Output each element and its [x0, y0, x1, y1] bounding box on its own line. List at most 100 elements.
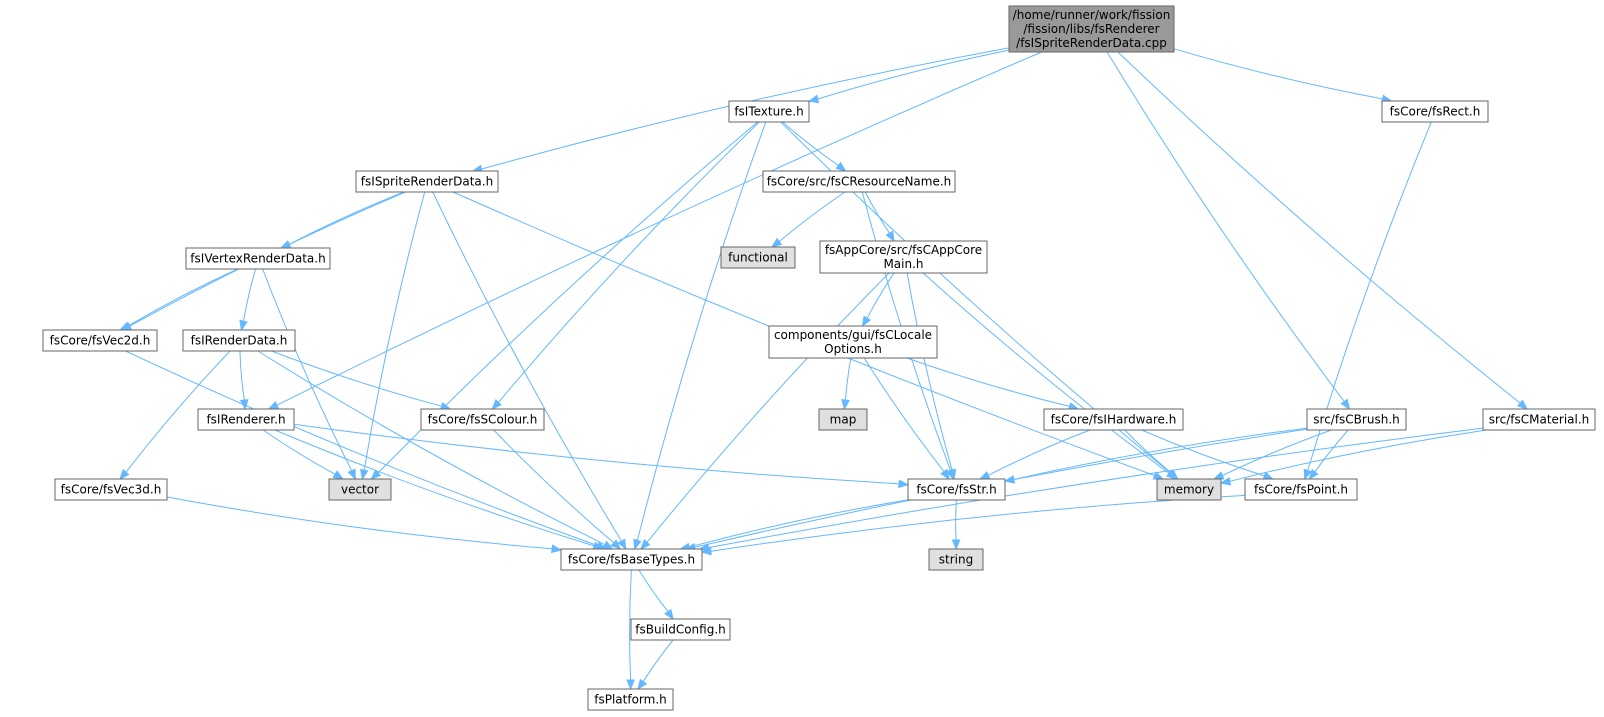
edge-line	[708, 427, 1484, 549]
edge-line	[262, 429, 336, 475]
node-ivertex[interactable]: fsIVertexRenderData.h	[185, 247, 331, 270]
node-box	[1008, 5, 1175, 53]
node-box	[728, 100, 810, 123]
node-box	[355, 170, 499, 193]
edge-basetypes-to-buildconfig	[638, 569, 674, 621]
edge-line	[1141, 429, 1265, 477]
edge-arrowhead	[360, 468, 369, 481]
edge-arrowhead	[551, 544, 563, 554]
node-label: fsITexture.h	[734, 105, 803, 119]
edge-point-to-basetypes	[700, 494, 1246, 556]
edge-arrowhead	[898, 479, 910, 489]
edge-brush-to-point	[1308, 429, 1349, 481]
edge-appcore-to-basetypes	[639, 272, 890, 551]
node-basetypes[interactable]: fsCore/fsBaseTypes.h	[560, 548, 703, 571]
node-itexture[interactable]: fsITexture.h	[728, 100, 810, 123]
node-label: fsCore/fsStr.h	[916, 483, 996, 497]
edge-line	[1314, 429, 1349, 473]
edge-arrowhead	[610, 539, 622, 550]
edge-material-to-memory	[1219, 429, 1487, 486]
edge-line	[778, 191, 846, 242]
edge-ivertex-to-vector	[262, 268, 356, 481]
edge-line	[125, 350, 231, 473]
edge-line	[782, 121, 839, 166]
node-str[interactable]: fsCore/fsStr.h	[907, 478, 1006, 501]
node-label: fsCore/fsPoint.h	[1254, 483, 1348, 497]
node-root[interactable]: /home/runner/work/fission/fission/libs/f…	[1008, 5, 1175, 53]
edge-line	[906, 357, 1070, 407]
edge-line	[646, 272, 890, 543]
node-material[interactable]: src/fsCMaterial.h	[1482, 408, 1596, 431]
edge-arrowhead	[1516, 399, 1529, 410]
node-buildconfig[interactable]: fsBuildConfig.h	[630, 618, 731, 641]
node-irenderdata[interactable]: fsIRenderData.h	[182, 329, 296, 352]
node-label: Options.h	[824, 342, 882, 356]
edge-arrowhead	[978, 471, 991, 480]
edge-line	[866, 272, 895, 319]
node-ihardware[interactable]: fsCore/fsIHardware.h	[1043, 408, 1184, 431]
edge-itexture-to-basetypes	[633, 121, 767, 551]
node-platform[interactable]: fsPlatform.h	[587, 688, 674, 711]
edge-line	[166, 496, 553, 550]
node-label: components/gui/fsCLocale	[774, 328, 932, 342]
node-label: fsCore/src/fsCResourceName.h	[767, 175, 952, 189]
node-rect[interactable]: fsCore/fsRect.h	[1381, 100, 1489, 123]
edge-locale-to-ihardware	[906, 357, 1080, 411]
node-box	[420, 408, 545, 431]
edge-arrowhead	[602, 540, 614, 550]
edge-arrowhead	[633, 538, 642, 551]
node-irenderer[interactable]: fsIRenderer.h	[197, 408, 295, 431]
node-vec2d[interactable]: fsCore/fsVec2d.h	[42, 329, 158, 352]
edge-line	[638, 569, 669, 612]
edge-arrowhead	[1219, 476, 1232, 486]
edge-arrowhead	[841, 399, 850, 411]
node-label: src/fsCBrush.h	[1313, 413, 1399, 427]
node-brush[interactable]: src/fsCBrush.h	[1306, 408, 1407, 431]
node-label: fsCore/fsSColour.h	[428, 413, 538, 427]
edge-isprite-to-basetypes	[432, 191, 627, 551]
edge-ihardware-to-str	[978, 429, 1091, 480]
node-label: fsCore/fsBaseTypes.h	[568, 553, 695, 567]
node-box	[197, 408, 295, 431]
edge-buildconfig-to-platform	[637, 639, 674, 691]
node-resname[interactable]: fsCore/src/fsCResourceName.h	[762, 170, 956, 193]
edge-line	[642, 639, 674, 682]
node-box	[1043, 408, 1184, 431]
node-box	[907, 478, 1006, 501]
node-box	[42, 329, 158, 352]
node-label: /fission/libs/fsRenderer	[1023, 22, 1159, 36]
node-label: fsCore/fsRect.h	[1390, 105, 1481, 119]
edge-arrowhead	[119, 468, 130, 481]
edge-irenderdata-to-vec3d	[119, 350, 231, 481]
node-box	[185, 247, 331, 270]
edge-arrowhead	[1212, 471, 1225, 480]
node-box	[1244, 478, 1358, 501]
node-isprite[interactable]: fsISpriteRenderData.h	[355, 170, 499, 193]
edge-itexture-to-resname	[782, 121, 847, 172]
edge-line	[262, 268, 353, 472]
node-point[interactable]: fsCore/fsPoint.h	[1244, 478, 1358, 501]
edge-arrowhead	[951, 539, 961, 551]
node-label: fsAppCore/src/fsCAppCore	[825, 243, 982, 257]
node-layer: /home/runner/work/fission/fission/libs/f…	[42, 5, 1596, 711]
node-vec3d[interactable]: fsCore/fsVec3d.h	[54, 478, 168, 501]
edge-locale-to-str	[863, 357, 950, 481]
edge-line	[363, 191, 426, 471]
edge-arrowhead	[267, 401, 280, 410]
node-scolour[interactable]: fsCore/fsSColour.h	[420, 408, 545, 431]
edge-vec3d-to-basetypes	[166, 496, 563, 554]
edge-arrowhead	[626, 679, 635, 691]
edge-arrowhead	[947, 468, 957, 481]
node-box	[630, 618, 731, 641]
node-box	[1306, 408, 1407, 431]
edge-line	[864, 191, 890, 234]
edge-line	[1229, 429, 1487, 482]
edge-line	[493, 429, 615, 544]
edge-line	[125, 350, 598, 547]
edge-line	[243, 268, 257, 322]
node-label: Main.h	[883, 257, 923, 271]
node-label: vector	[341, 483, 379, 497]
node-label: /fsISpriteRenderData.cpp	[1016, 36, 1167, 50]
